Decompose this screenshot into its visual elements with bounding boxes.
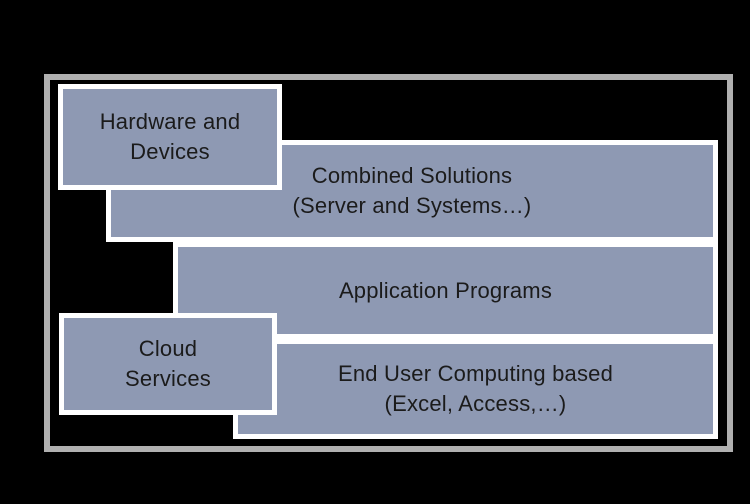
box-combined-solutions-line2: (Server and Systems…)	[292, 193, 532, 218]
box-hardware-devices-line1: Hardware and	[99, 109, 241, 134]
box-hardware-devices-line2: Devices	[130, 139, 210, 164]
box-end-user-computing: End User Computing based (Excel, Access,…	[233, 339, 718, 439]
box-cloud-services-line2: Services	[125, 366, 211, 391]
box-cloud-services: Cloud Services	[59, 313, 277, 415]
box-hardware-devices: Hardware and Devices	[58, 84, 282, 190]
box-application-programs-line1: Application Programs	[338, 277, 553, 303]
box-cloud-services-line1: Cloud	[138, 336, 198, 361]
box-combined-solutions-line1: Combined Solutions	[311, 163, 513, 188]
box-end-user-computing-line2: (Excel, Access,…)	[384, 391, 567, 416]
box-end-user-computing-line1: End User Computing based	[337, 361, 614, 386]
